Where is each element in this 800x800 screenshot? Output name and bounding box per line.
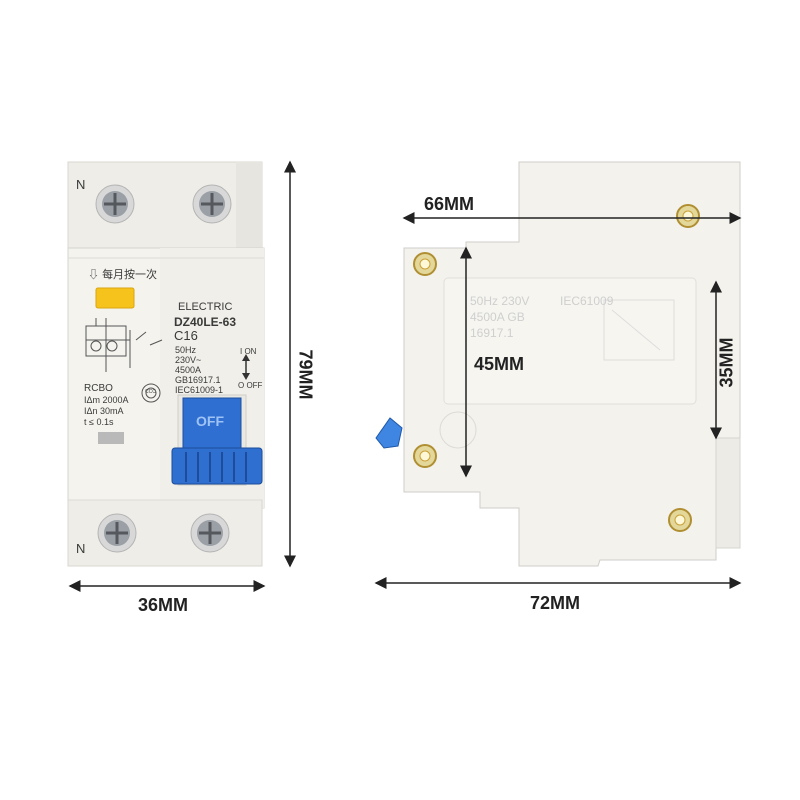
side-faint-text: 50Hz 230V [470,294,530,308]
wiring-schematic [85,318,163,372]
switch-off-label: O OFF [238,381,263,390]
dim-side-inner-width: 66MM [424,194,475,214]
lever-label: OFF [196,413,224,429]
switch-on-label: I ON [240,347,257,356]
dim-front-width: 36MM [138,595,189,615]
rating-line: IΔm 2000A [84,395,129,405]
spec-line: 230V~ [175,355,202,365]
model-label: DZ40LE-63 [174,315,237,329]
spec-line: 4500A [175,365,202,375]
rcbo-label: RCBO [84,383,113,394]
screw-top-left [95,184,135,224]
screw-top-right [192,184,232,224]
spec-line: IEC61009-1 [175,385,224,395]
terminal-bottom-label: N [76,541,86,556]
spec-line: 50Hz [175,345,197,355]
rating-line: t ≤ 0.1s [84,417,114,427]
test-instruction: ⇩ 每月按一次 [88,270,157,281]
dim-side-width: 72MM [530,593,581,613]
screw-bottom-left [97,513,137,553]
side-lever-tab [375,417,403,449]
dim-side-rail-height: 45MM [474,354,525,374]
rivet-top-left [413,252,437,276]
rating-label: C16 [174,328,198,343]
side-faint-text: IEC61009 [560,294,614,308]
side-label-panel [443,277,697,405]
rating-line: IΔn 30mA [84,406,124,416]
side-recess [439,411,477,449]
down-arrow-icon: ⇩ [88,269,99,281]
status-indicator [98,432,124,444]
rivet-bottom-left [413,444,437,468]
side-faint-text: 16917.1 [470,326,514,340]
dim-front-height: 79MM [295,349,316,400]
dim-side-slot-height: 35MM [716,337,737,388]
test-instruction-text: 每月按一次 [102,269,158,281]
side-faint-text: 4500A GB [470,310,525,324]
rivet-bottom-right [668,508,692,532]
switch-lever [182,397,242,453]
test-button [95,287,135,309]
screw-bottom-right [190,513,230,553]
cert-mark-text: CCC [145,389,156,395]
brand-label: ELECTRIC [178,301,233,313]
cert-mark-icon [141,383,161,403]
terminal-top-label: N [76,177,86,192]
spec-line: GB16917.1 [175,375,221,385]
